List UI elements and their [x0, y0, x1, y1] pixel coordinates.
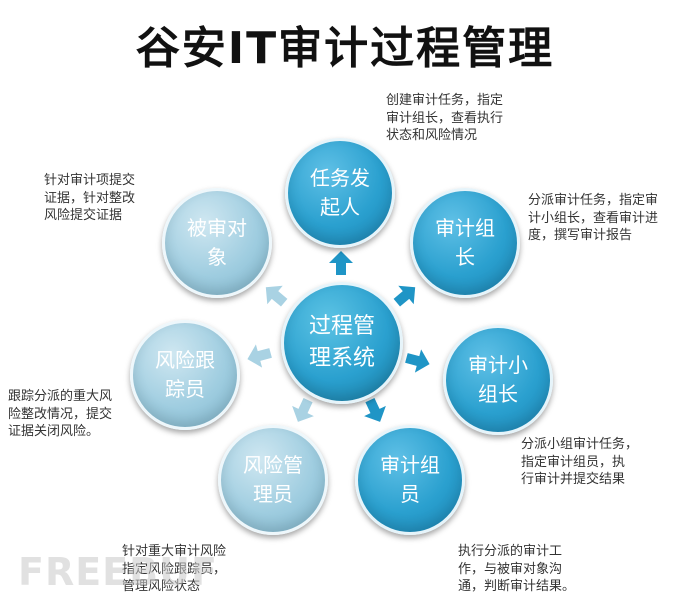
node-risk-tracker-label: 风险跟 踪员: [155, 348, 215, 401]
node-auditee: 被审对 象: [162, 188, 272, 298]
desc-task-initiator: 创建审计任务，指定 审计组长，查看执行 状态和风险情况: [386, 93, 504, 144]
desc-auditee: 针对审计项提交 证据，针对整改 风险提交证据: [44, 173, 136, 224]
node-audit-group-leader: 审计小 组长: [443, 325, 553, 435]
center-node: 过程管 理系统: [281, 282, 403, 404]
node-audit-leader: 审计组 长: [410, 188, 520, 298]
arrow-to-group-leader: [405, 349, 430, 373]
desc-audit-member: 执行分派的审计工 作，与被审对象沟 通，判断审计结果。: [458, 544, 576, 595]
watermark: FREEBUF: [18, 550, 218, 594]
diagram-title: 谷安IT审计过程管理: [135, 23, 555, 74]
node-risk-manager-label: 风险管 理员: [243, 453, 303, 506]
node-audit-member-label: 审计组 员: [380, 453, 440, 506]
node-auditee-label: 被审对 象: [187, 216, 247, 269]
node-audit-group-leader-label: 审计小 组长: [468, 353, 528, 406]
arrow-to-leader: [393, 285, 416, 307]
arrow-to-risk-manager: [292, 398, 314, 422]
arrow-to-member: [364, 398, 386, 422]
arrow-to-initiator: [329, 251, 353, 275]
node-audit-leader-label: 审计组 长: [435, 216, 495, 269]
desc-risk-manager: 针对重大审计风险 指定风险跟踪员， 管理风险状态: [122, 544, 227, 595]
arrow-to-auditee: [265, 285, 288, 307]
desc-risk-tracker: 跟踪分派的重大风 险整改情况，提交 证据关闭风险。: [8, 389, 113, 440]
node-audit-member: 审计组 员: [355, 425, 465, 535]
node-task-initiator: 任务发 起人: [285, 138, 395, 248]
node-risk-tracker: 风险跟 踪员: [130, 320, 240, 430]
center-node-label: 过程管 理系统: [308, 314, 375, 371]
arrow-to-risk-tracker: [247, 344, 272, 368]
desc-audit-leader: 分派审计任务，指定审 计小组长，查看审计进 度，撰写审计报告: [528, 193, 659, 244]
node-risk-manager: 风险管 理员: [218, 425, 328, 535]
desc-audit-group-leader: 分派小组审计任务， 指定审计组员，执 行审计并提交结果: [521, 437, 639, 488]
node-task-initiator-label: 任务发 起人: [310, 166, 370, 219]
